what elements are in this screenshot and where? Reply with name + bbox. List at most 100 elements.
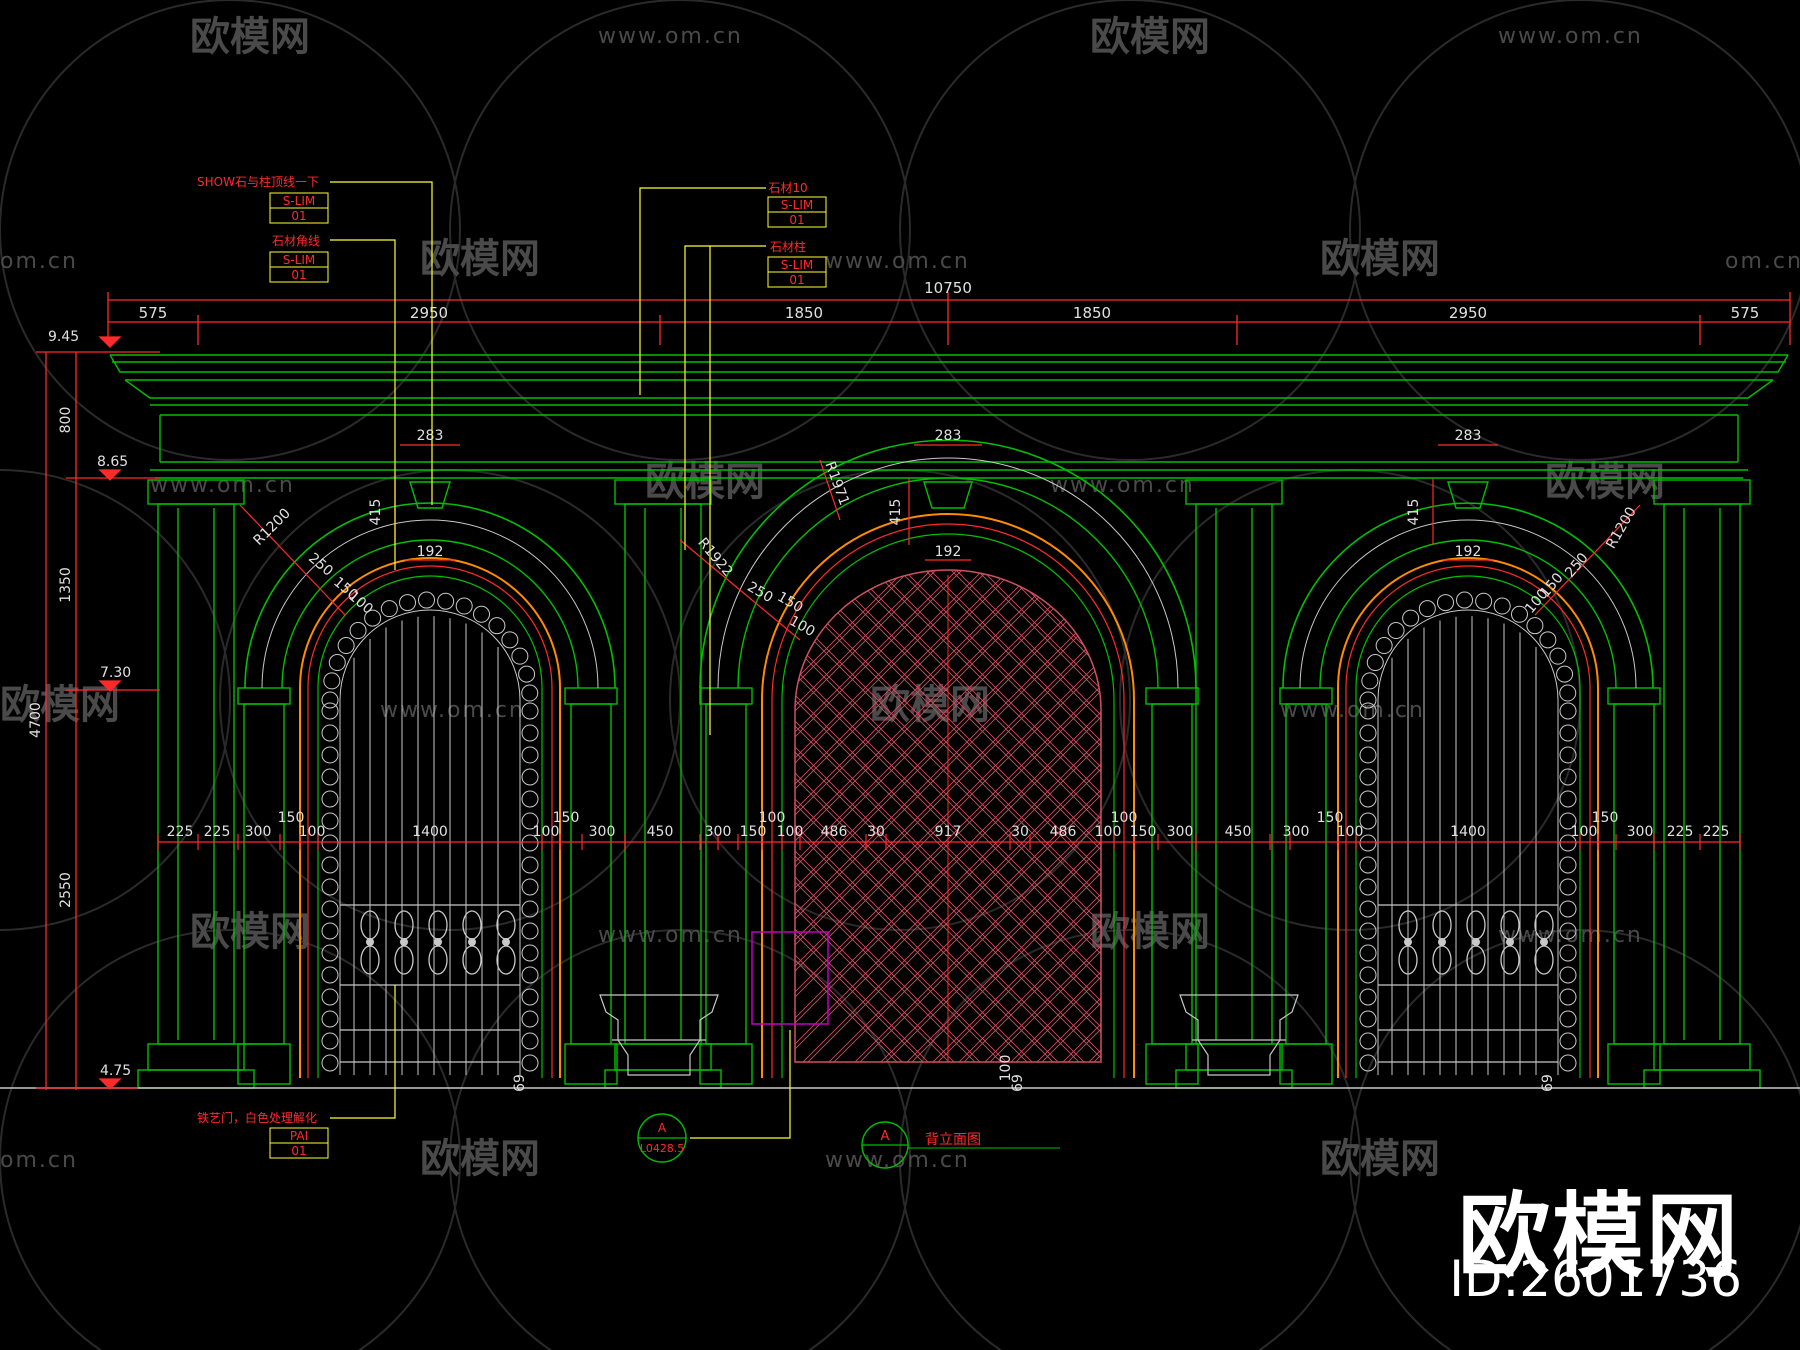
gate-ring: [1559, 900, 1577, 918]
gate-boss: [366, 938, 374, 946]
center-lattice-door: [751, 560, 1800, 1080]
lattice-line: [919, 570, 1101, 1062]
lattice-line: [971, 570, 1101, 1062]
svg-text:01: 01: [291, 1144, 306, 1158]
bd-l9: 100: [777, 824, 804, 840]
gate-ring: [1559, 1032, 1577, 1050]
gate-ring: [521, 1054, 539, 1072]
lattice-line: [945, 570, 1101, 1062]
wm-url-1: www.om.cn: [598, 24, 743, 49]
gate-ring: [1475, 592, 1493, 610]
lattice-line: [795, 570, 1020, 1062]
lattice-line: [1227, 560, 1747, 1080]
gate-ring: [321, 724, 339, 742]
bd-l8: 300: [705, 824, 732, 840]
gate-ring: [1375, 637, 1393, 655]
lattice-line: [997, 570, 1101, 1062]
gate-ring: [349, 622, 367, 640]
wm-brand-6: 欧模网: [1545, 459, 1665, 505]
lattice-line: [1362, 560, 1800, 1080]
tag-iron-door: 铁艺门，白色处理解化 PAI 01: [197, 1110, 329, 1159]
wm-url-10: www.om.cn: [598, 923, 743, 948]
gate-ring: [1359, 790, 1377, 808]
bd-m2: 917: [935, 824, 962, 840]
gate-scroll: [1466, 910, 1486, 940]
lattice-line: [795, 570, 1101, 1062]
gate-boss: [1438, 938, 1446, 946]
wm-brand-4: 欧模网: [1320, 236, 1440, 282]
lattice-line: [795, 570, 1101, 1062]
level-945: 9.45: [48, 329, 79, 345]
gate-ring: [1361, 672, 1379, 690]
band-c-center: 100: [786, 613, 817, 640]
gate-scroll: [1432, 910, 1452, 940]
gate-ring: [418, 591, 436, 609]
svg-text:L0428.5: L0428.5: [640, 1142, 685, 1155]
lattice-line: [795, 570, 947, 1062]
svg-text:01: 01: [291, 268, 306, 282]
lattice-line: [795, 570, 942, 1062]
gate-ring: [501, 631, 519, 649]
arch-annotations: [239, 444, 1641, 641]
gate-ring: [521, 790, 539, 808]
dim-left-overall: 4700: [28, 702, 44, 738]
lattice-line: [1206, 560, 1726, 1080]
lattice-line: [795, 570, 1025, 1062]
gate-ring: [321, 746, 339, 764]
lattice-line: [1461, 560, 1800, 1080]
gate-boss: [400, 938, 408, 946]
lattice-line: [795, 570, 999, 1062]
svg-text:铁艺门，白色处理解化: 铁艺门，白色处理解化: [197, 1110, 317, 1125]
svg-text:01: 01: [789, 213, 804, 227]
lattice-line: [1232, 560, 1752, 1080]
bd-l2: 300: [245, 824, 272, 840]
gate-ring: [1559, 746, 1577, 764]
lattice-line: [919, 570, 1101, 1062]
right-arch: [1282, 481, 1654, 1078]
lattice-line: [992, 570, 1101, 1062]
gate-ring: [1556, 665, 1574, 683]
bd-l7: 450: [647, 824, 674, 840]
lattice-line: [795, 570, 973, 1062]
gate-ring: [1359, 834, 1377, 852]
bd-l1: 225: [204, 824, 231, 840]
lattice-line: [1201, 560, 1721, 1080]
lattice-line: [795, 570, 942, 1062]
gate-ring: [521, 878, 539, 896]
gate-boss: [1404, 938, 1412, 946]
wm-brand-9: 欧模网: [190, 909, 310, 955]
lattice-line: [810, 570, 1101, 1062]
gate-ring: [521, 684, 539, 702]
arch-right-radius: R1200: [1603, 504, 1640, 551]
gate-ring: [1359, 988, 1377, 1006]
bd-r0: 100: [1095, 824, 1122, 840]
gate-boss: [1540, 938, 1548, 946]
iron-gate-right: [1359, 591, 1577, 1075]
gate-ring: [1559, 790, 1577, 808]
gate-ring: [1493, 597, 1511, 615]
bd-100-c1: 100: [759, 810, 786, 826]
gate-ring: [521, 746, 539, 764]
band-a-center: 250: [744, 579, 775, 606]
gate-ring: [1359, 746, 1377, 764]
svg-text:S-LIM: S-LIM: [283, 194, 316, 208]
gate-ring: [321, 768, 339, 786]
lattice-line: [862, 570, 1101, 1062]
left-dimensions: [36, 336, 160, 1090]
gate-ring: [1359, 900, 1377, 918]
gate-ring: [1418, 600, 1436, 618]
bd-m3: 30: [1011, 824, 1029, 840]
wm-brand-5: 欧模网: [645, 459, 765, 505]
lattice-line: [1305, 560, 1800, 1080]
keystone-height-left: 415: [368, 499, 384, 526]
bd-l6: 300: [589, 824, 616, 840]
svg-text:S-LIM: S-LIM: [781, 258, 814, 272]
gate-ring: [1559, 834, 1577, 852]
center-arch: [699, 439, 1197, 1078]
bd-r8: 225: [1667, 824, 1694, 840]
leader-lines: [330, 181, 791, 1139]
gate-ring: [321, 988, 339, 1006]
gate-ring: [1559, 812, 1577, 830]
svg-text:01: 01: [789, 273, 804, 287]
gate-ring: [321, 834, 339, 852]
